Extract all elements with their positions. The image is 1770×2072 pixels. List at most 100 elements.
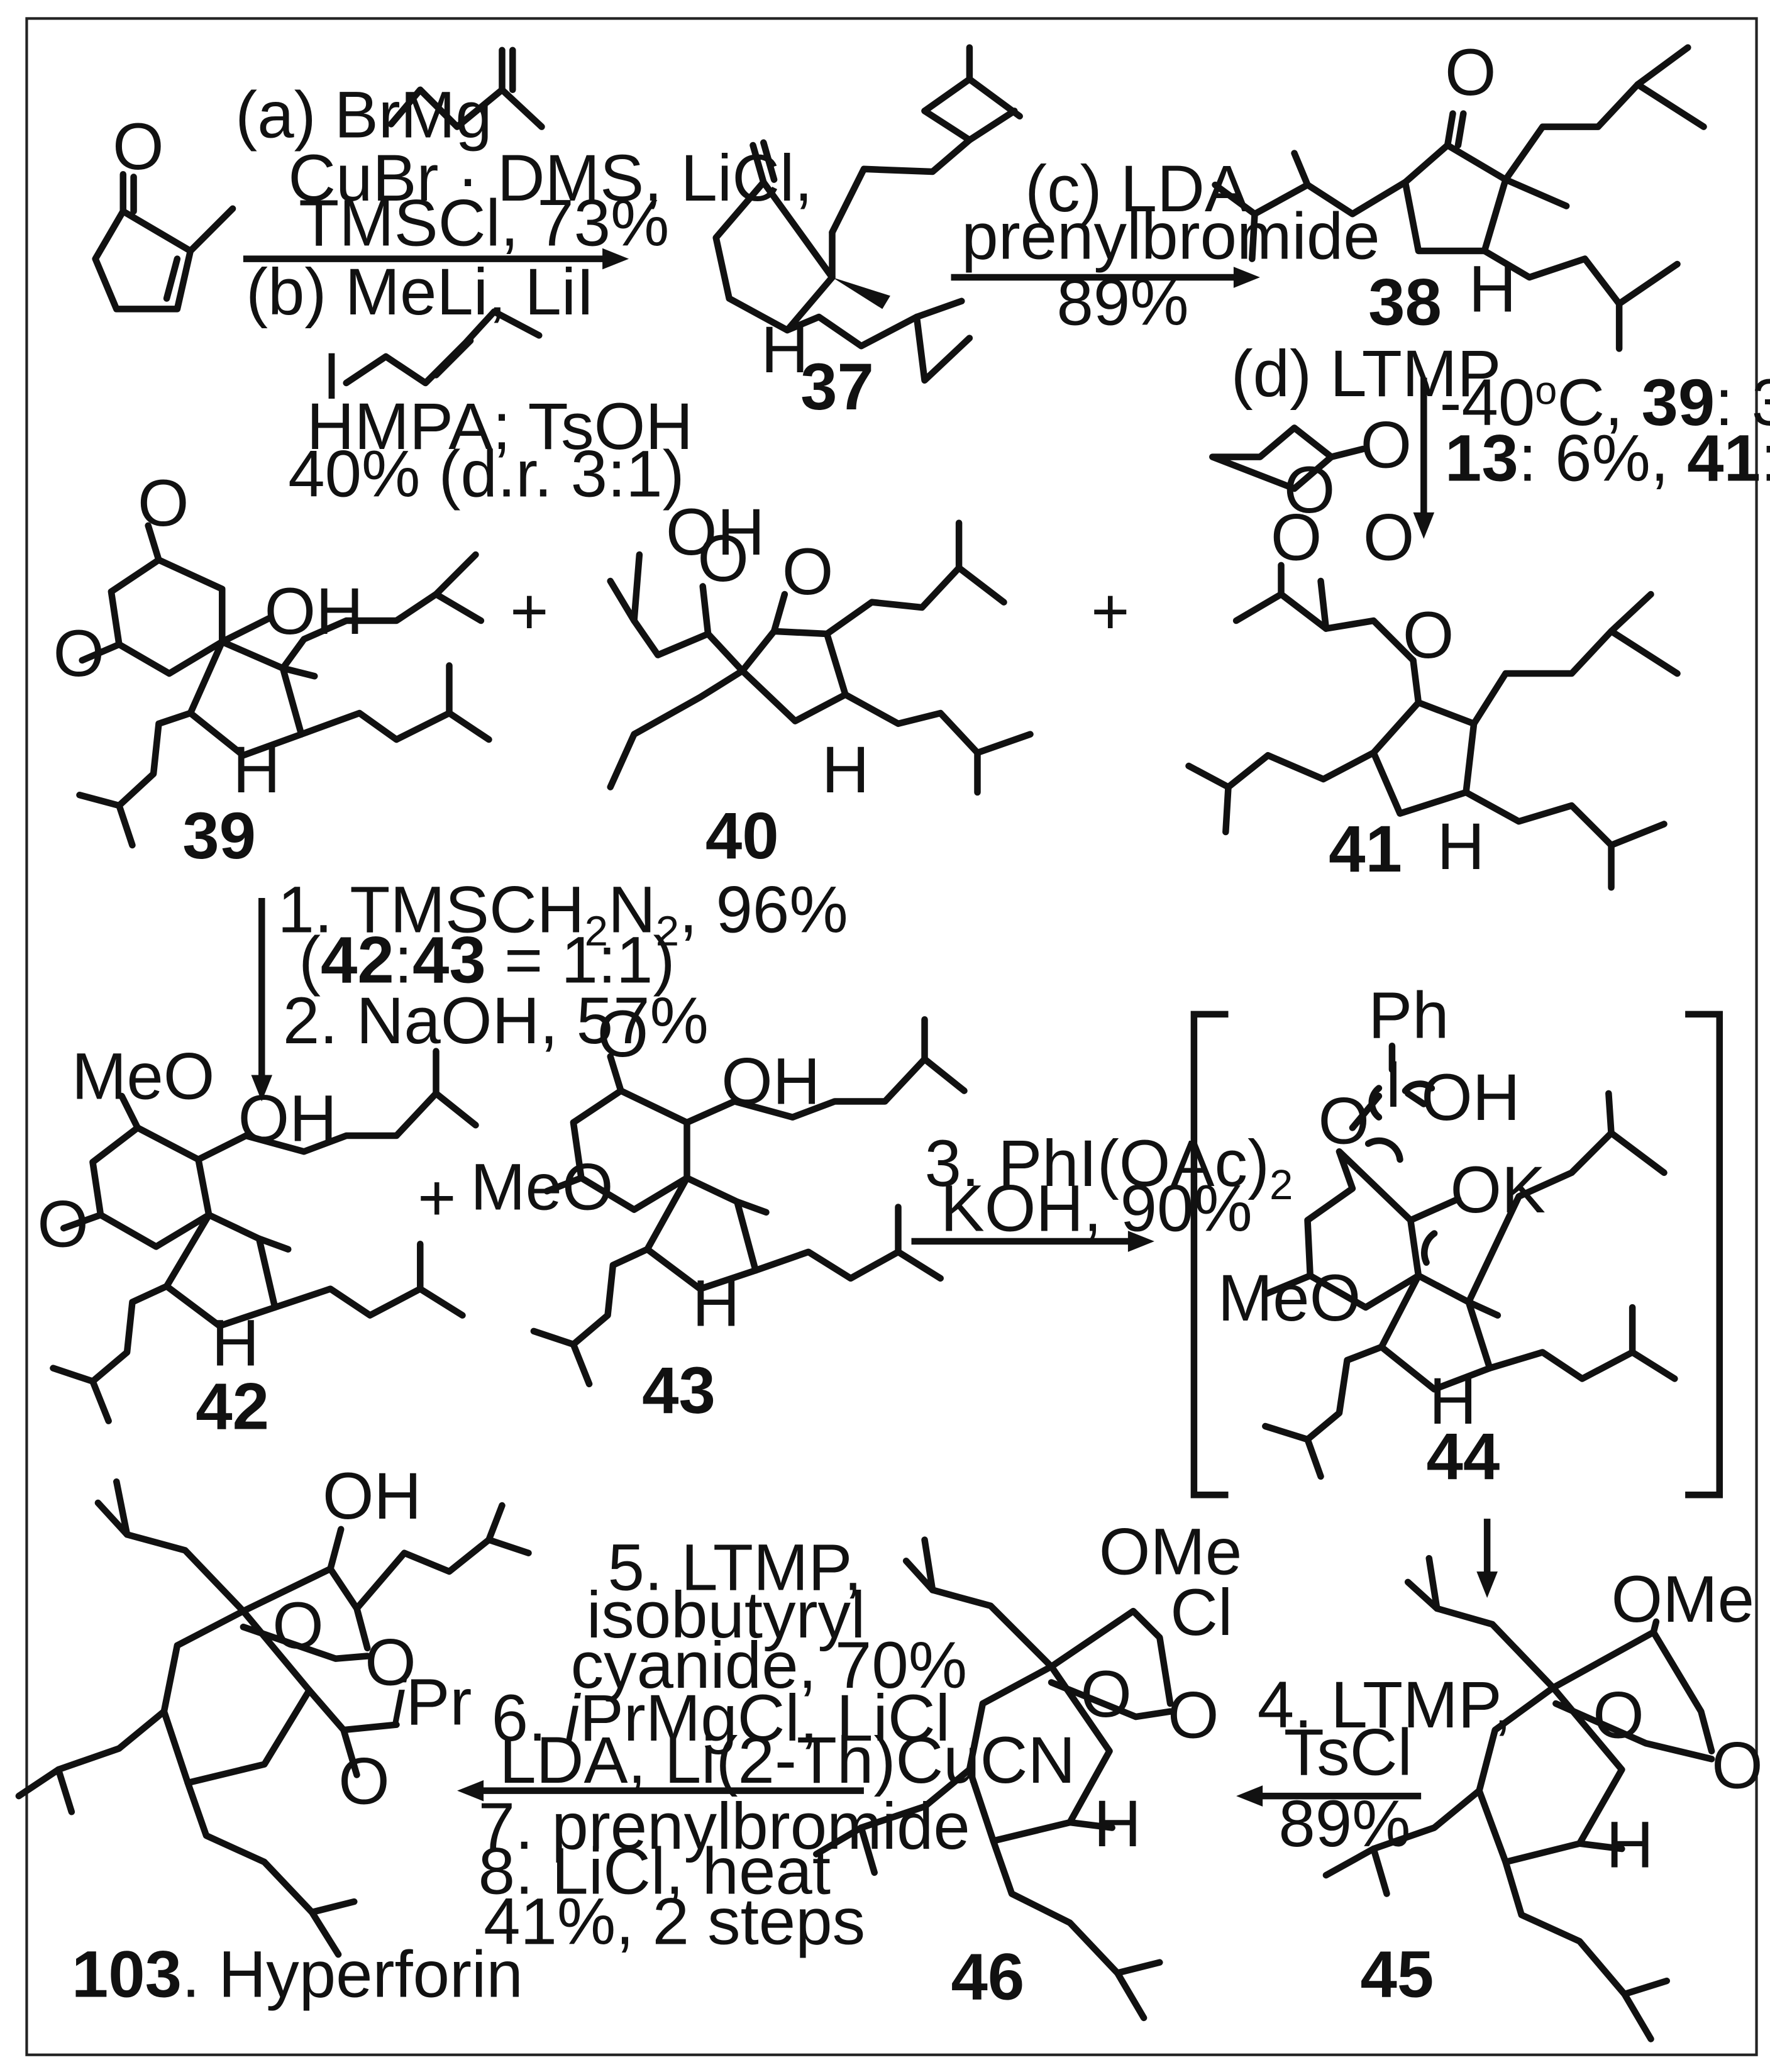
compound-42: MeO O OH H 42 (37, 1039, 479, 1443)
step-58-line7: 8. LiCl, heat (478, 1834, 831, 1908)
atom-MeO-44: MeO (1218, 1261, 1361, 1335)
step-58-line4: 6. iPrMgCl, LiCl (492, 1681, 950, 1755)
atom-OH-39: OH (264, 575, 363, 648)
label-39: 39 (182, 799, 256, 873)
label-45: 45 (1361, 1937, 1434, 2011)
atom-O-39a: O (138, 467, 189, 540)
step-d-cond2: 13: 6%, 41: 14% (1445, 421, 1770, 495)
step-d-cond1: -40oC, 39: 35%, (1440, 366, 1770, 440)
atom-H: H (761, 313, 809, 387)
step-d-reagent: (d) LTMP (1231, 337, 1502, 411)
atom-OMe-45: OMe (1612, 1563, 1755, 1636)
atom-Cl-46: Cl (1170, 1576, 1232, 1649)
label-42: 42 (196, 1370, 269, 1443)
label-46: 46 (951, 1940, 1025, 2014)
label-38: 38 (1368, 266, 1442, 340)
atom-O-45: O (1593, 1679, 1644, 1753)
step-ab-line1: (a) BrMg (235, 78, 492, 152)
step-ab-line4: (b) MeLi, LiI (246, 255, 594, 329)
step-12: 1. TMSCH2N2, 96% (42:43 = 1:1) 2. NaOH, … (251, 873, 848, 1102)
atom-O-103c: O (338, 1745, 390, 1819)
compound-39: O O OH H 39 (53, 467, 492, 873)
atom-O-103b: O (365, 1626, 416, 1700)
atom-O-41: O (1403, 599, 1454, 672)
step-c-line3: 89% (1057, 266, 1189, 340)
label-44: 44 (1427, 1420, 1500, 1493)
atom-O-40a: O (697, 522, 749, 596)
label-40: 40 (705, 799, 779, 873)
atom-OH-44: OH (1421, 1061, 1520, 1134)
step-58-line2: isobutyryl (587, 1578, 865, 1652)
step-3-line1: 3. PhI(OAc)2 (925, 1127, 1293, 1209)
step-3: 3. PhI(OAc)2 KOH, 90% (911, 1127, 1293, 1252)
step-58-line3: cyanide, 70% (571, 1629, 967, 1702)
atom-H-38: H (1469, 253, 1517, 326)
step-4-line1: 4. LTMP, (1258, 1668, 1512, 1742)
atom-H-42: H (211, 1306, 259, 1380)
atom-OH-103: OH (323, 1460, 422, 1533)
atom-H-46: H (1093, 1787, 1141, 1861)
atom-O-45b: O (1712, 1729, 1763, 1802)
step-ab-iodide-I: I (323, 340, 341, 413)
step-ab-line3: TMSCl, 73% (299, 187, 669, 260)
plus-1: + (510, 575, 548, 648)
step-12-line1: 1. TMSCH2N2, 96% (277, 873, 848, 955)
step-4-line2: TsCl (1284, 1715, 1412, 1789)
step-5-8: 5. LTMP, isobutyryl cyanide, 70% 6. iPrM… (457, 1531, 1075, 1958)
atom-H-44: H (1429, 1365, 1477, 1438)
plus-2: + (1091, 575, 1129, 648)
atom-iPr-103: iPr (391, 1666, 472, 1739)
step-ab-line7: 40% (d.r. 3:1) (288, 438, 684, 511)
step-ab: (a) BrMg CuBr · DMS, LiCl, TMSCl, 73% (b… (235, 47, 813, 511)
label-103: 103. Hyperforin (72, 1937, 523, 2011)
compound-38: O H 38 (1212, 36, 1707, 352)
compound-44: Ph I OH O MeO OK H 44 (1190, 979, 1723, 1499)
scheme-frame (25, 17, 1758, 2056)
step-4-line3: 89% (1278, 1787, 1410, 1861)
step-d: (d) LTMP O O -40oC, 39: 35%, 13: 6%, 41:… (1209, 337, 1770, 539)
atom-OH-40: OH (666, 496, 765, 569)
atom-O-46b: O (1168, 1679, 1219, 1753)
atom-O: O (113, 110, 164, 184)
diketene-O: O (1361, 408, 1412, 482)
compound-46: OMe Cl O O H 46 (813, 1515, 1242, 2022)
step-ab-line6: HMPA; TsOH (307, 390, 694, 463)
compound-37: H 37 (712, 44, 1023, 424)
step-58-line1: 5. LTMP, (607, 1531, 862, 1604)
atom-O-38: O (1445, 36, 1496, 109)
compound-43: O MeO OH H 43 (470, 997, 968, 1427)
step-ab-line2: CuBr · DMS, LiCl, (288, 141, 812, 215)
atom-O-41b: O (1363, 501, 1415, 574)
atom-O-39b: O (53, 617, 104, 690)
atom-MeO-43: MeO (470, 1151, 614, 1224)
label-43: 43 (642, 1354, 716, 1427)
atom-OH-42: OH (238, 1082, 336, 1155)
step-58-line8: 41%, 2 steps (484, 1885, 865, 1958)
compound-41: O O O H 41 (1185, 501, 1681, 891)
label-41: 41 (1329, 812, 1402, 886)
diketene-ring-O: O (1284, 453, 1336, 527)
atom-H-39: H (233, 733, 280, 807)
step-12-line3: 2. NaOH, 57% (283, 984, 709, 1058)
atom-OMe-46: OMe (1099, 1515, 1242, 1588)
atom-H-43: H (692, 1266, 740, 1340)
atom-O-103a: O (272, 1589, 324, 1663)
step-4: 4. LTMP, TsCl 89% (1236, 1668, 1512, 1861)
atom-O-46: O (1080, 1658, 1132, 1731)
atom-O-42: O (37, 1187, 89, 1261)
compound-45: OMe O O H 45 (1322, 1554, 1763, 2042)
step-58-line6: 7. prenylbromide (478, 1790, 970, 1863)
atom-H-41: H (1437, 810, 1485, 884)
step-58-line5: LDA, Li(2-Th)CuCN (499, 1724, 1075, 1797)
step-c-line1: (c) LDA (1025, 152, 1249, 226)
atom-Ph-44: Ph (1368, 979, 1449, 1053)
atom-O-43: O (597, 997, 649, 1071)
compound-40: OH O O H 40 (607, 496, 1034, 873)
label-37: 37 (800, 350, 874, 424)
atom-O-40b: O (782, 535, 834, 609)
starting-enone: O (92, 110, 236, 313)
step-c-line2: prenylbromide (961, 200, 1380, 274)
step-12-line2: (42:43 = 1:1) (299, 923, 675, 997)
atom-OH-43: OH (721, 1045, 821, 1119)
